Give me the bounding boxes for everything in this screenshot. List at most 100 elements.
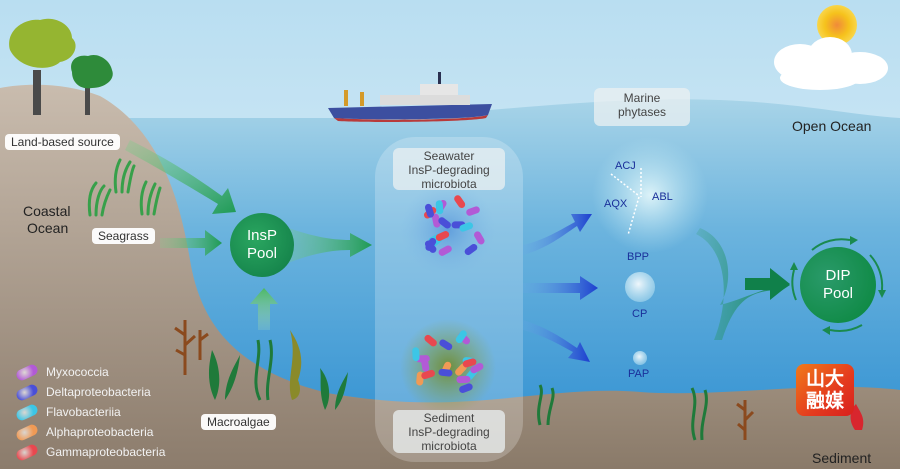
land-source-arrow — [125, 140, 236, 214]
seawater-microbe-cluster — [400, 182, 496, 278]
arrow-to-cp — [523, 276, 598, 300]
watermark-line1: 山大 — [805, 368, 844, 390]
seawater-microbiota-line1: Seawater — [423, 149, 475, 163]
microbe-cell — [459, 383, 473, 393]
legend-label: Flavobacteriia — [46, 405, 121, 419]
converge-arrow — [696, 228, 790, 340]
enzyme-bpp: BPP — [627, 251, 650, 263]
microbe-cell — [438, 368, 453, 377]
cycle-arrowheads — [790, 236, 886, 335]
microbe-cell — [421, 369, 435, 380]
research-ship-icon — [328, 72, 492, 122]
dip-pool-line1: DIP — [825, 267, 851, 284]
legend-swatch — [14, 362, 40, 382]
legend-label: Myxococcia — [46, 365, 109, 379]
dip-inflow-arrow — [745, 268, 790, 300]
microbe-cell — [464, 243, 478, 256]
phytase-glow — [592, 137, 708, 253]
legend-label: Gammaproteobacteria — [46, 445, 166, 459]
insp-outflow-arrow — [280, 225, 372, 266]
microbe-cell — [424, 334, 437, 347]
legend-item: Myxococcia — [14, 362, 165, 382]
legend-swatch — [14, 402, 40, 422]
pap-bubble — [633, 351, 647, 365]
seagrass-icon — [87, 158, 162, 217]
cloud-icon — [774, 37, 888, 90]
legend-swatch — [14, 442, 40, 462]
insp-pool-line2: Pool — [246, 245, 278, 262]
dip-pool-line2: Pool — [822, 285, 854, 302]
microbe-cell — [454, 195, 466, 208]
microbe-cell — [466, 206, 480, 216]
insp-pool-line1: InsP — [246, 227, 277, 244]
legend-item: Gammaproteobacteria — [14, 442, 166, 462]
microbe-cell — [470, 363, 484, 374]
seawater-microbiota-line3: microbiota — [421, 177, 477, 191]
legend-item: Alphaproteobacteria — [14, 422, 165, 442]
enzyme-pap: PAP — [628, 368, 650, 380]
enzyme-acj: ACJ — [615, 160, 636, 172]
seagrass-label: Seagrass — [92, 228, 155, 244]
phytase-structure-lines — [610, 168, 642, 236]
tree-icon — [71, 54, 113, 115]
legend-label: Deltaproteobacteria — [46, 385, 151, 399]
microbe-cell — [435, 200, 444, 215]
arrow-to-acj — [523, 214, 592, 255]
legend-label: Alphaproteobacteria — [46, 425, 154, 439]
open-ocean-label: Open Ocean — [792, 118, 872, 134]
coastal-ocean-label-line2: Ocean — [27, 220, 69, 236]
seagrass-arrow — [160, 230, 222, 256]
macroalgae-arrow — [250, 288, 278, 330]
legend-swatch — [14, 422, 40, 442]
macroalgae-icon — [174, 320, 864, 441]
legend-item: Deltaproteobacteria — [14, 382, 165, 402]
microbe-cell — [439, 339, 453, 351]
microbe-cell — [421, 357, 430, 372]
microbe-cell — [412, 347, 420, 362]
sun-icon — [817, 5, 857, 45]
sediment-microbiota-line3: microbiota — [421, 439, 477, 453]
microbe-cell — [425, 237, 437, 251]
land-based-source-label: Land-based source — [5, 134, 120, 150]
microbe-cell — [431, 213, 441, 228]
marine-phytases-line2: phytases — [617, 105, 667, 119]
arrow-to-pap — [523, 320, 590, 362]
microbe-cell — [435, 231, 450, 241]
marine-phytases-label: Marine phytases — [594, 88, 690, 126]
microbe-cell — [438, 217, 451, 229]
microbe-cell — [459, 222, 474, 232]
legend-swatch — [14, 382, 40, 402]
legend-item: Flavobacteriia — [14, 402, 165, 422]
legend: Myxococcia Deltaproteobacteria Flavobact… — [14, 362, 166, 462]
microbe-cell — [455, 330, 467, 344]
watermark-logo: 山大 融媒 — [796, 364, 854, 416]
marine-phytases-line1: Marine — [623, 91, 661, 105]
cycle-arrows-icon — [791, 238, 884, 332]
seawater-microbiota-label: Seawater InsP-degrading microbiota — [393, 148, 505, 191]
insp-pool-label: InsP Pool — [230, 227, 294, 263]
coastal-land — [0, 84, 380, 469]
enzyme-aqx: AQX — [604, 198, 628, 210]
coastal-ocean-label-line1: Coastal — [23, 203, 71, 219]
cp-bubble — [625, 272, 655, 302]
microbe-cell — [462, 358, 477, 368]
sediment-microbiota-line1: Sediment — [423, 411, 475, 425]
seawater-microbiota-line2: InsP-degrading — [408, 163, 490, 177]
tree-icon — [9, 18, 76, 115]
dip-pool-label: DIP Pool — [806, 267, 870, 303]
insp-pool — [230, 213, 294, 277]
enzyme-abl: ABL — [652, 191, 673, 203]
dip-pool — [800, 247, 876, 323]
microbe-cell — [474, 231, 485, 245]
sediment-microbes — [412, 330, 484, 393]
microbe-cell — [438, 245, 452, 256]
sediment-label: Sediment — [812, 450, 872, 466]
microbe-cell — [456, 375, 471, 384]
sediment-microbiota-label: Sediment InsP-degrading microbiota — [393, 410, 505, 453]
enzyme-cp: CP — [632, 308, 648, 320]
seawater-microbes — [423, 195, 485, 256]
watermark-line2: 融媒 — [805, 390, 844, 412]
macroalgae-label: Macroalgae — [201, 414, 276, 430]
